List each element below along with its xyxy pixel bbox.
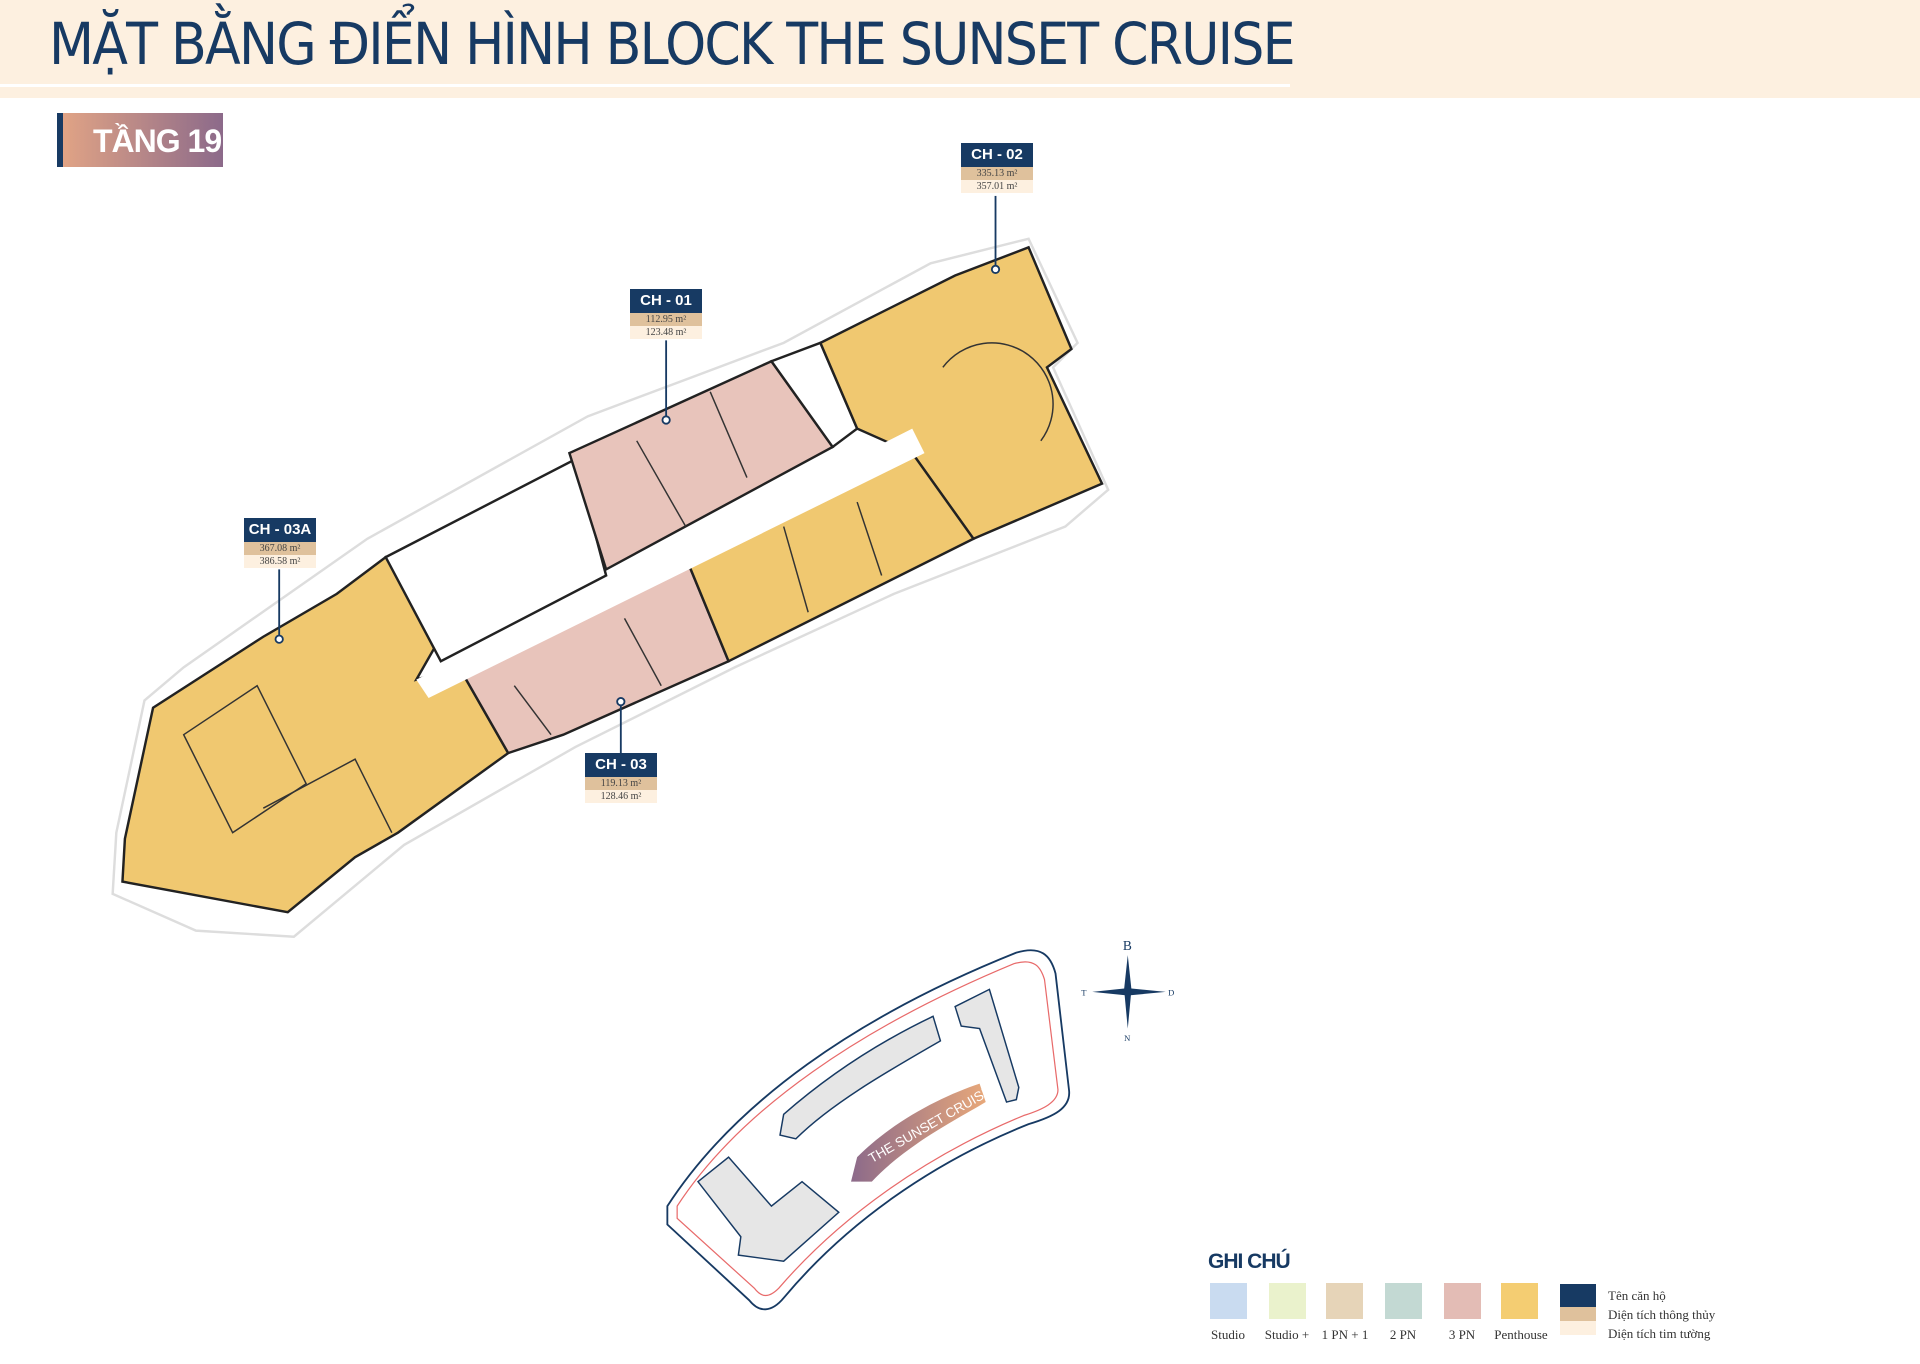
net-area: 112.95 m² — [630, 313, 702, 326]
legend-swatch-studio — [1210, 1283, 1247, 1319]
legend-label: Studio — [1211, 1327, 1245, 1342]
site-plan-label: THE SUNSET CRUISE — [866, 1083, 994, 1166]
key-swatch-name — [1560, 1284, 1596, 1307]
net-area: 335.13 m² — [961, 167, 1033, 180]
legend-label: Penthouse — [1494, 1327, 1548, 1342]
legend-swatch-studio-plus — [1269, 1283, 1306, 1319]
compass-east: D — [1168, 988, 1174, 998]
gross-area: 128.46 m² — [585, 790, 657, 803]
unit-label-ch-01[interactable]: CH - 01 112.95 m² 123.48 m² — [630, 289, 702, 339]
compass-north: B — [1123, 938, 1132, 953]
compass-south: N — [1124, 1033, 1130, 1043]
page-title: MẶT BẰNG ĐIỂN HÌNH BLOCK THE SUNSET CRUI… — [49, 10, 1296, 78]
legend-label: 3 PN — [1448, 1327, 1476, 1342]
key-swatch-gross — [1560, 1321, 1596, 1335]
gross-area: 123.48 m² — [630, 326, 702, 339]
key-gross-area: Diện tích tim tường — [1608, 1326, 1711, 1341]
corridor — [416, 428, 925, 698]
gross-area: 357.01 m² — [961, 180, 1033, 193]
floor-badge: TẦNG 19 — [57, 113, 223, 167]
legend-swatch-penthouse — [1501, 1283, 1538, 1319]
legend-label: 1 PN + 1 — [1321, 1327, 1369, 1342]
unit-label-ch-03[interactable]: CH - 03 119.13 m² 128.46 m² — [585, 753, 657, 803]
site-plan: THE SUNSET CRUISE — [666, 949, 1070, 1311]
unit-ch-03a — [121, 555, 510, 914]
core — [384, 457, 608, 663]
key-swatch-net — [1560, 1307, 1596, 1321]
legend-swatch-1pn1 — [1326, 1283, 1363, 1319]
unit-name: CH - 01 — [630, 289, 702, 313]
building-outline — [111, 237, 1110, 938]
legend-swatch-3pn — [1444, 1283, 1481, 1319]
gross-area: 386.58 m² — [244, 555, 316, 568]
unit-name: CH - 03A — [244, 518, 316, 542]
compass-icon: B N T D — [1081, 938, 1174, 1043]
compass-west: T — [1081, 988, 1087, 998]
unit-name: CH - 02 — [961, 143, 1033, 167]
interior-walls — [182, 342, 1054, 834]
net-area: 119.13 m² — [585, 777, 657, 790]
legend-label: 2 PN — [1389, 1327, 1417, 1342]
key-unit-name: Tên căn hộ — [1608, 1288, 1666, 1303]
key-net-area: Diện tích thông thủy — [1608, 1307, 1716, 1322]
legend-title: GHI CHÚ — [1208, 1250, 1291, 1273]
unit-label-ch-03a[interactable]: CH - 03A 367.08 m² 386.58 m² — [244, 518, 316, 568]
legend-swatch-2pn — [1385, 1283, 1422, 1319]
unit-name: CH - 03 — [585, 753, 657, 777]
header-band — [0, 0, 1920, 98]
unit-label-ch-02[interactable]: CH - 02 335.13 m² 357.01 m² — [961, 143, 1033, 193]
legend-label: Studio + — [1264, 1327, 1310, 1342]
header-divider — [0, 84, 1290, 87]
net-area: 367.08 m² — [244, 542, 316, 555]
callouts — [274, 195, 1001, 754]
unit-ch-02 — [818, 245, 1104, 541]
